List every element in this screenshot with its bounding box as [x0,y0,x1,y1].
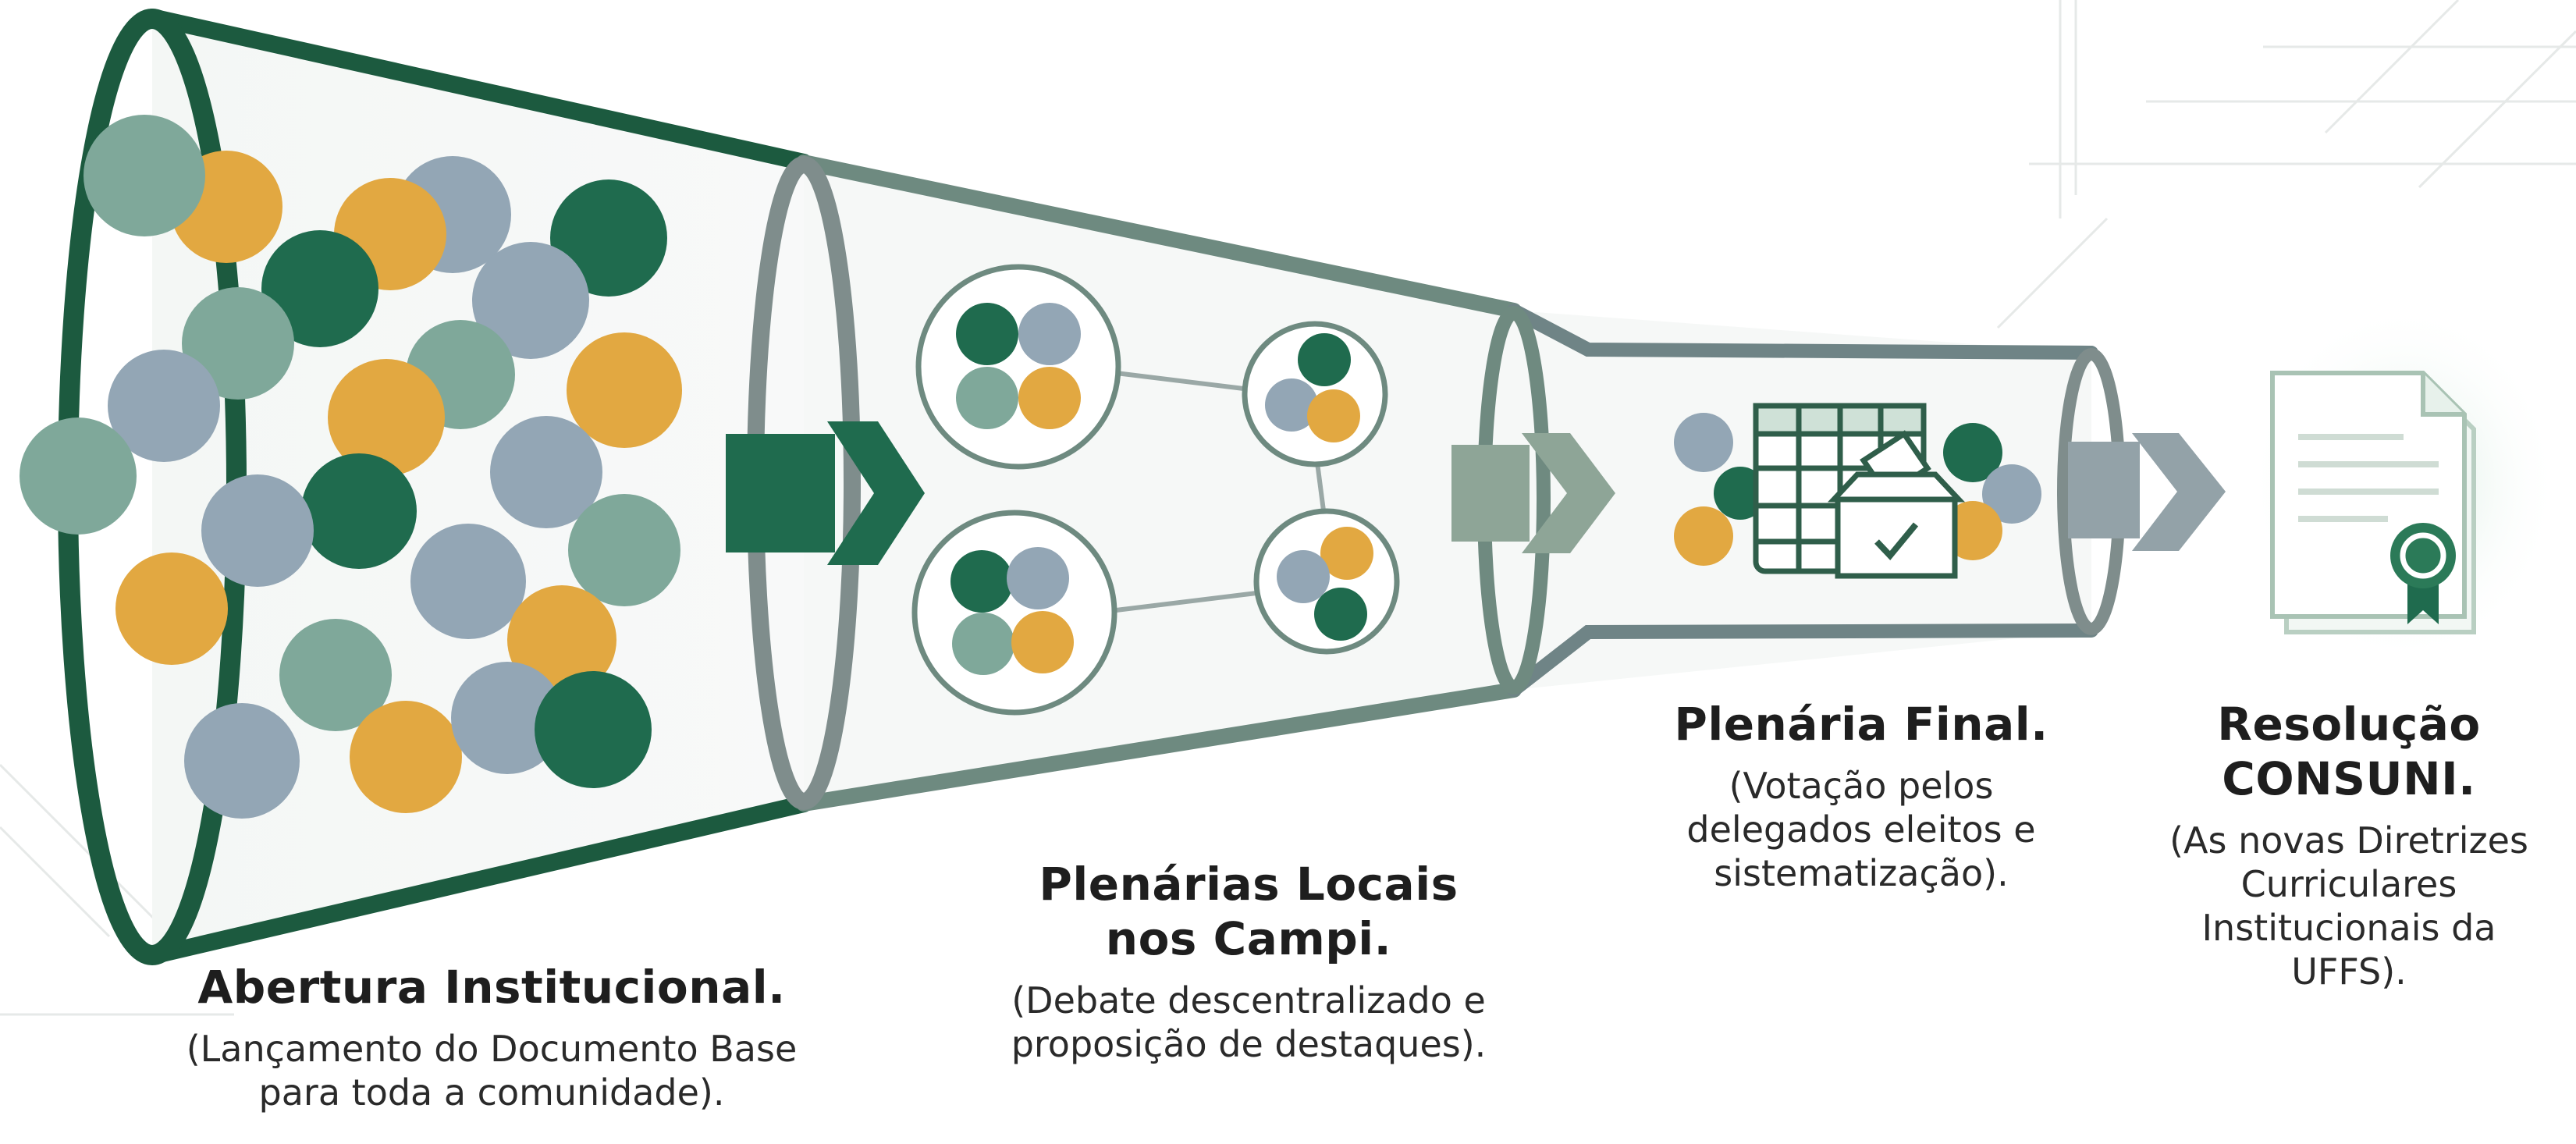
stage-title: Plenárias Locais nos Campi. [921,857,1576,966]
participant-circle [301,453,417,569]
stage-description: (Lançamento do Documento Base para toda … [101,1027,882,1114]
participant-circle [1018,303,1081,365]
description-line: Institucionais da [2201,907,2496,949]
description-line: (As novas Diretrizes [2169,819,2528,862]
stage-description: (Votação pelos delegados eleitos e siste… [1615,764,2107,895]
participant-circle [451,662,563,774]
description-line: (Votação pelos [1729,765,1994,807]
participant-circle [201,474,314,587]
description-line: (Debate descentralizado e [1011,979,1486,1021]
participant-circle [108,350,220,462]
participant-circle [1018,367,1081,429]
stage-description: (Debate descentralizado e proposição de … [921,979,1576,1066]
description-line: para toda a comunidade). [258,1071,725,1114]
stage2-network [911,264,1400,716]
participant-circle [1265,378,1318,432]
ballot-box-icon [1827,430,1966,579]
participant-circle [115,552,228,665]
stage3-voting [1674,403,2041,579]
participant-circle [350,701,462,813]
description-line: UFFS). [2291,950,2407,993]
participant-circle [20,417,137,535]
stage-title: Resolução CONSUNI. [2138,697,2560,806]
stage-description: (As novas Diretrizes Curriculares Instit… [2138,819,2560,993]
participant-circle [1320,527,1373,580]
description-line: proposição de destaques). [1011,1023,1487,1065]
certificate-document-icon [2247,304,2560,663]
participant-circle [261,230,378,347]
background-lines [0,0,2576,1016]
participant-circle [952,613,1014,675]
title-line: nos Campi. [1105,912,1392,965]
participant-circle [1298,333,1351,386]
ribbon-seal-icon [2390,523,2456,624]
participant-circle [1277,550,1330,603]
participant-circle [490,416,602,528]
plenaria-group-ring [911,510,1117,716]
stage-title: Plenária Final. [1674,698,2048,751]
title-line: CONSUNI. [2222,752,2476,805]
description-line: sistematização). [1714,852,2009,894]
participant-circle [1011,611,1074,673]
participant-circle [279,619,392,731]
chevron-arrow-icon [1451,433,1615,553]
participant-circle [472,242,589,359]
participant-circle [567,332,682,448]
participant-circle [550,179,667,297]
participant-circle [83,115,205,236]
stage1-participant-circles [20,115,682,819]
participant-circle [507,585,616,695]
participant-circle [568,494,680,606]
participant-circle [535,671,652,788]
chevron-arrow-icon [726,421,925,565]
participant-circle [950,550,1013,613]
stage-plenarias-caption: Plenárias Locais nos Campi. (Debate desc… [921,857,1576,1066]
participant-circle [1307,389,1360,442]
description-line: (Lançamento do Documento Base [186,1028,798,1070]
stage-title: Abertura Institucional. [197,961,786,1014]
participant-circle [956,303,1018,365]
participant-circle [328,359,445,476]
participant-circle [410,524,526,639]
description-line: Curriculares [2240,863,2457,905]
description-line: delegados eleitos e [1686,808,2036,851]
chevron-arrow-icon [2068,433,2226,551]
participant-circle [956,367,1018,429]
participant-circle [182,287,294,400]
title-line: Resolução [2217,698,2481,751]
title-line: Plenárias Locais [1039,858,1459,911]
stage-abertura-caption: Abertura Institucional. (Lançamento do D… [101,960,882,1114]
participant-circle [1007,547,1069,609]
plenaria-group-ring [915,264,1121,470]
stage-consuni-caption: Resolução CONSUNI. (As novas Diretrizes … [2138,697,2560,993]
participant-circle [184,703,300,819]
stage-final-caption: Plenária Final. (Votação pelos delegados… [1615,697,2107,895]
participant-circle [1314,588,1367,641]
